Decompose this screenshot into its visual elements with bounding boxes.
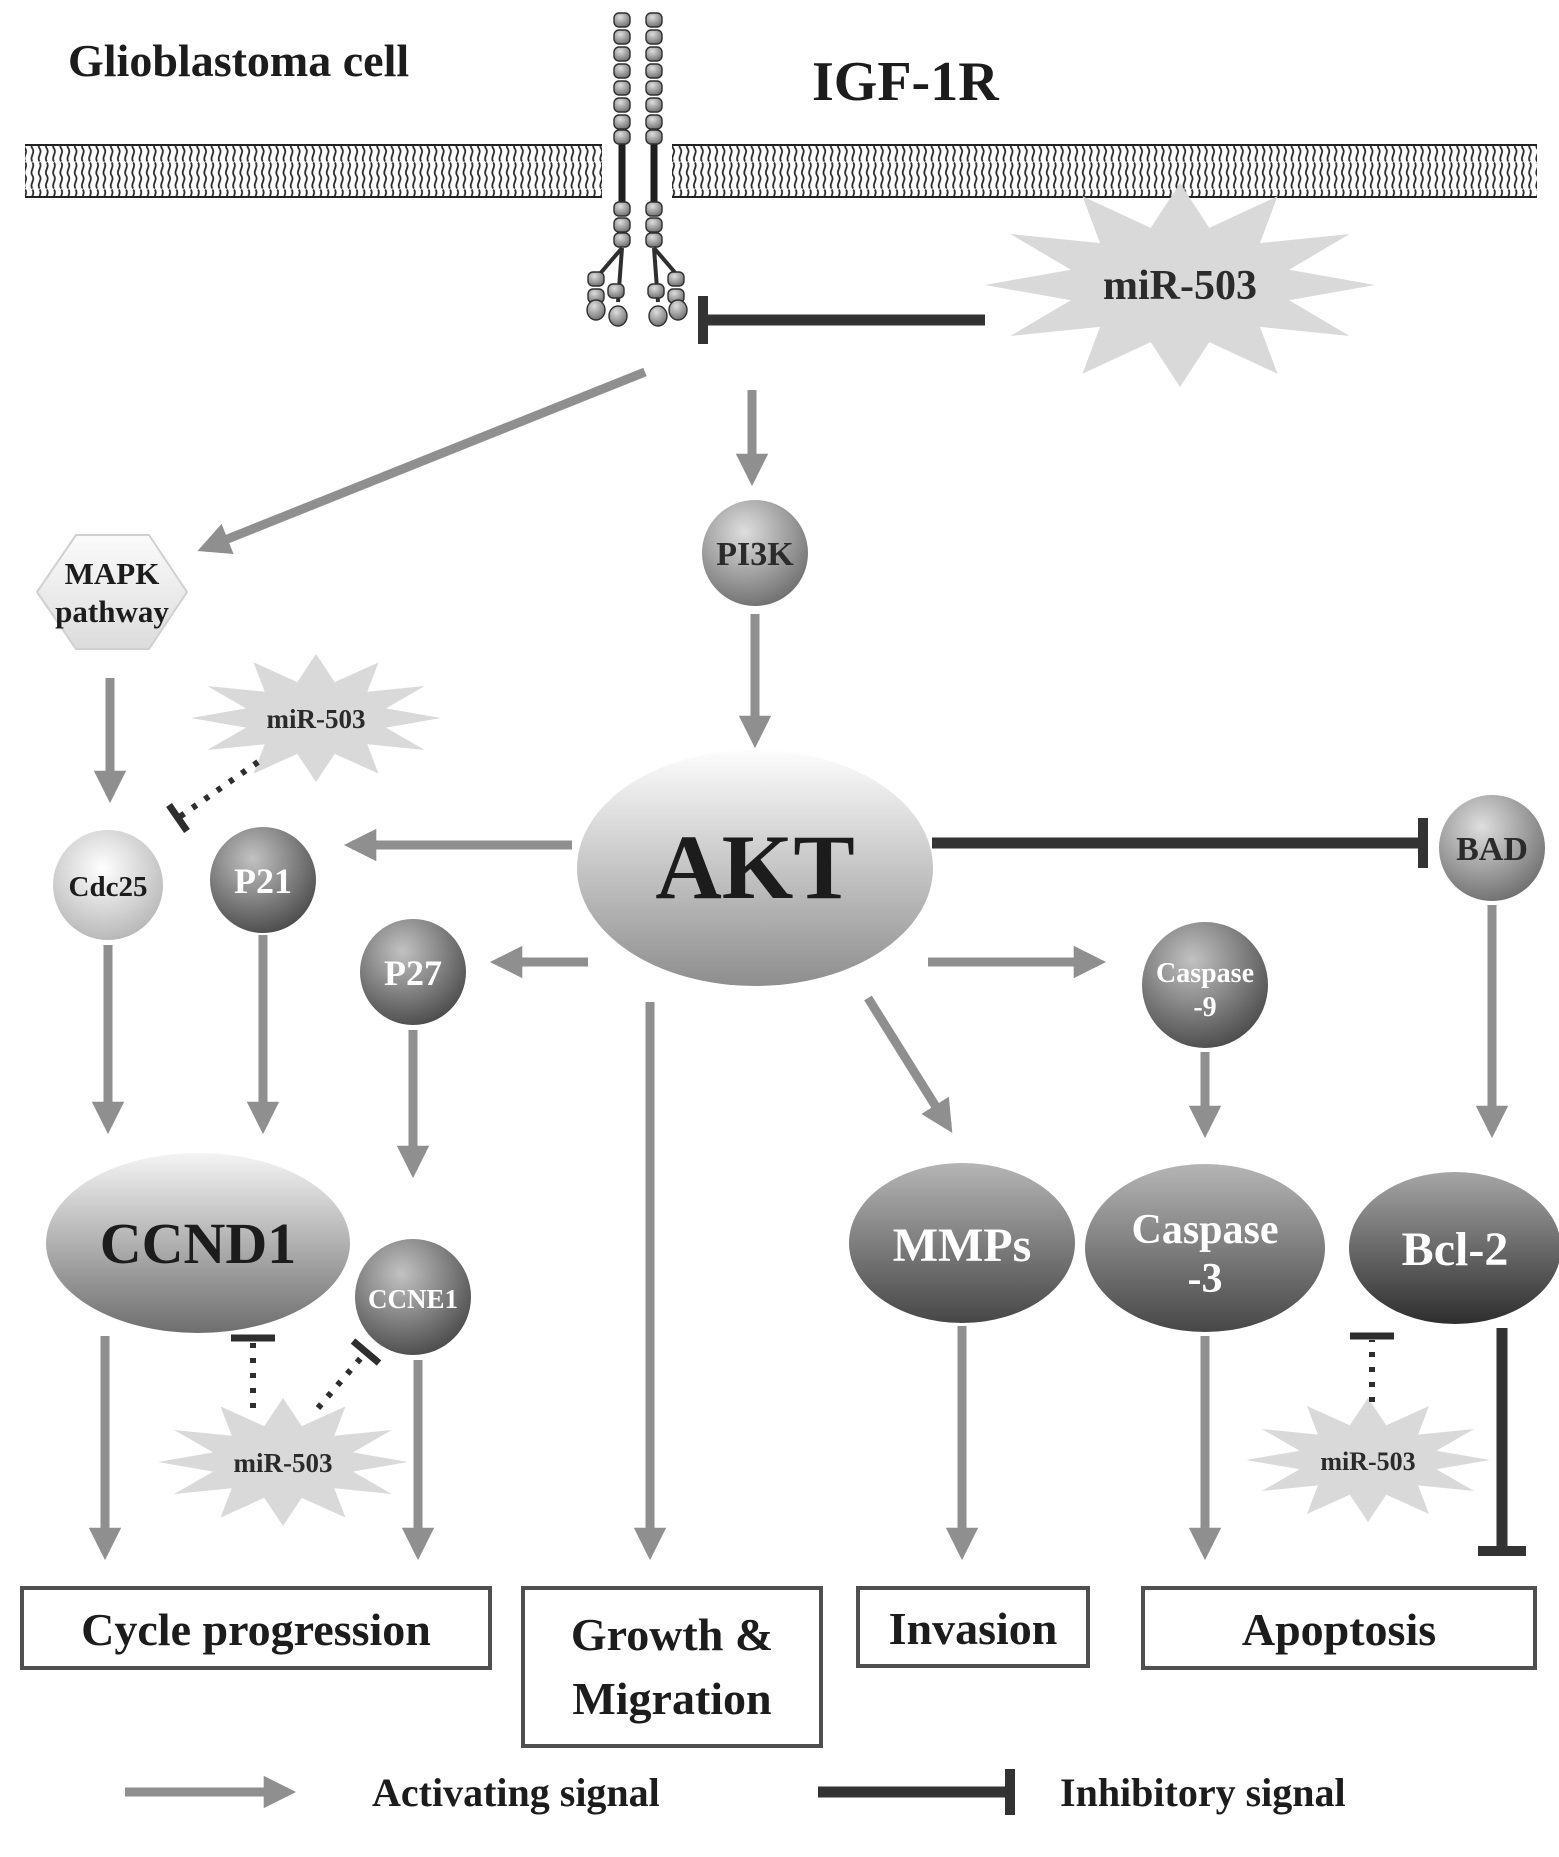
activating-arrows <box>88 367 1509 1561</box>
pi3k-label: PI3K <box>716 536 794 573</box>
cycle-progression-label: Cycle progression <box>81 1604 431 1655</box>
growth-label-line1: Growth & <box>571 1609 773 1660</box>
caspase3-label-line1: Caspase <box>1131 1207 1278 1253</box>
inhibit-mir503-ccne1 <box>315 1350 369 1410</box>
node-cdc25: Cdc25 <box>53 830 163 940</box>
p27-label: P27 <box>384 953 442 993</box>
node-bad: BAD <box>1439 795 1545 901</box>
node-bcl2: Bcl-2 <box>1349 1172 1559 1324</box>
dotted-inhibitory-lines <box>166 759 1394 1410</box>
node-ccnd1: CCND1 <box>46 1153 350 1333</box>
outcome-apoptosis: Apoptosis <box>1141 1586 1537 1670</box>
caspase9-label-line1: Caspase <box>1156 958 1254 989</box>
mapk-label-line1: MAPK <box>65 556 160 591</box>
outcome-cycle-progression: Cycle progression <box>20 1586 492 1670</box>
node-caspase9: Caspase -9 <box>1142 922 1268 1048</box>
arrow-igf1r-to-mapk <box>197 367 647 555</box>
mir503-label: miR-503 <box>1320 1447 1415 1476</box>
node-p21: P21 <box>210 827 316 933</box>
inhibit-mir503-cdc25 <box>176 759 260 821</box>
caspase3-label-line2: -3 <box>1188 1256 1223 1302</box>
outcome-growth-migration: Growth & Migration <box>521 1586 823 1748</box>
cdc25-label: Cdc25 <box>69 871 148 903</box>
bcl2-label: Bcl-2 <box>1402 1223 1509 1276</box>
growth-label-line2: Migration <box>572 1673 771 1724</box>
inhibitory-lines <box>698 296 1526 1556</box>
igf1r-label: IGF-1R <box>812 51 999 113</box>
bad-label: BAD <box>1456 831 1528 868</box>
mir503-burst-bcl2: miR-503 <box>1246 1398 1490 1522</box>
mir503-burst-ccnd1: miR-503 <box>158 1398 408 1526</box>
akt-label: AKT <box>655 816 854 918</box>
mir503-burst-cdc25: miR-503 <box>191 654 441 782</box>
node-ccne1: CCNE1 <box>355 1239 471 1355</box>
arrow-akt-to-mmps <box>864 995 953 1133</box>
legend-activating-label: Activating signal <box>372 1770 660 1815</box>
mir503-label: miR-503 <box>267 704 366 734</box>
caspase9-label-line2: -9 <box>1193 992 1216 1023</box>
legend: Activating signal Inhibitory signal <box>125 1769 1346 1815</box>
igf1r-receptor-icon <box>586 12 688 327</box>
cell-membrane <box>25 142 1537 200</box>
mir503-label: miR-503 <box>234 1448 333 1478</box>
node-mapk: MAPK pathway <box>35 534 189 650</box>
ccnd1-label: CCND1 <box>100 1211 297 1276</box>
invasion-label: Invasion <box>889 1603 1058 1654</box>
mir503-label: miR-503 <box>1103 263 1257 309</box>
apoptosis-label: Apoptosis <box>1242 1604 1436 1655</box>
node-pi3k: PI3K <box>702 500 808 606</box>
node-mmps: MMPs <box>849 1163 1075 1323</box>
node-akt: AKT <box>577 750 933 986</box>
node-p27: P27 <box>360 919 466 1025</box>
outcome-invasion: Invasion <box>856 1586 1090 1668</box>
legend-inhibitory-label: Inhibitory signal <box>1060 1770 1346 1815</box>
mmps-label: MMPs <box>893 1219 1032 1272</box>
figure-title: Glioblastoma cell <box>68 35 409 86</box>
ccne1-label: CCNE1 <box>368 1284 458 1314</box>
mir503-burst-top: miR-503 <box>985 183 1375 387</box>
node-caspase3: Caspase -3 <box>1085 1164 1325 1332</box>
mapk-label-line2: pathway <box>55 594 169 629</box>
p21-label: P21 <box>234 861 292 901</box>
